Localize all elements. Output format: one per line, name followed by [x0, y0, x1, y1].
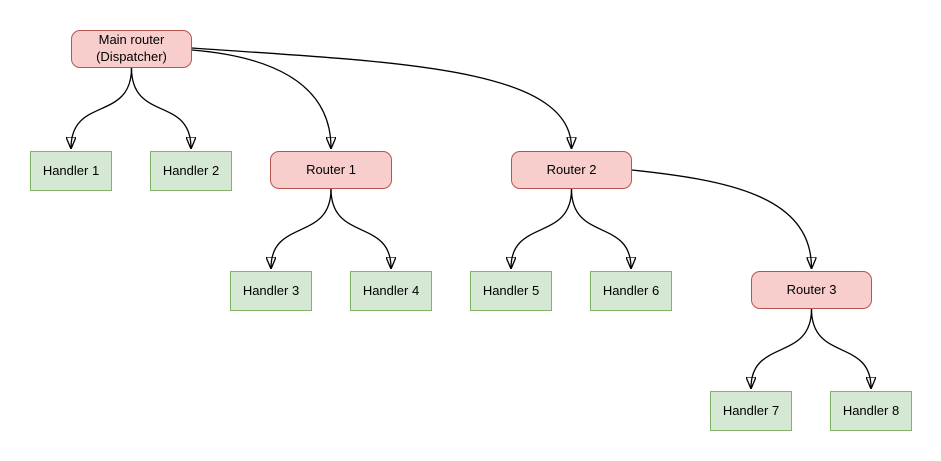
edge-router-3-to-handler-7 — [751, 308, 813, 388]
node-handler-3: Handler 3 — [230, 271, 312, 311]
node-handler-5: Handler 5 — [470, 271, 552, 311]
node-handler-8: Handler 8 — [830, 391, 912, 431]
node-handler-2-label: Handler 2 — [162, 162, 220, 178]
node-router-3-label: Router 3 — [786, 281, 837, 297]
node-handler-1-label: Handler 1 — [42, 162, 100, 178]
node-handler-6: Handler 6 — [590, 271, 672, 311]
node-main-router: Main router (Dispatcher) — [71, 30, 192, 68]
node-router-3: Router 3 — [751, 271, 872, 309]
edge-router-2-to-handler-6 — [570, 188, 632, 268]
node-handler-4: Handler 4 — [350, 271, 432, 311]
node-handler-3-label: Handler 3 — [242, 282, 300, 298]
edge-main-router-to-router-2 — [191, 47, 572, 148]
edge-router-2-to-router-3 — [631, 169, 812, 268]
edge-main-router-to-handler-1 — [71, 67, 133, 148]
edge-main-router-to-handler-2 — [130, 67, 192, 148]
node-router-1-label: Router 1 — [306, 161, 356, 177]
node-main-router-label: Main router (Dispatcher) — [96, 32, 167, 64]
node-handler-8-label: Handler 8 — [842, 402, 900, 418]
node-router-2: Router 2 — [511, 151, 632, 189]
node-handler-7: Handler 7 — [710, 391, 792, 431]
node-handler-5-label: Handler 5 — [482, 282, 540, 298]
edge-router-2-to-handler-5 — [511, 188, 573, 268]
node-handler-2: Handler 2 — [150, 151, 232, 191]
node-handler-6-label: Handler 6 — [602, 282, 660, 298]
edge-main-router-to-router-1 — [191, 49, 331, 148]
node-handler-7-label: Handler 7 — [722, 402, 780, 418]
edge-router-1-to-handler-3 — [271, 188, 332, 268]
node-handler-1: Handler 1 — [30, 151, 112, 191]
node-router-2-label: Router 2 — [546, 161, 597, 177]
edge-router-3-to-handler-8 — [810, 308, 872, 388]
node-router-1: Router 1 — [270, 151, 392, 189]
node-handler-4-label: Handler 4 — [362, 282, 420, 298]
edge-router-1-to-handler-4 — [330, 188, 391, 268]
